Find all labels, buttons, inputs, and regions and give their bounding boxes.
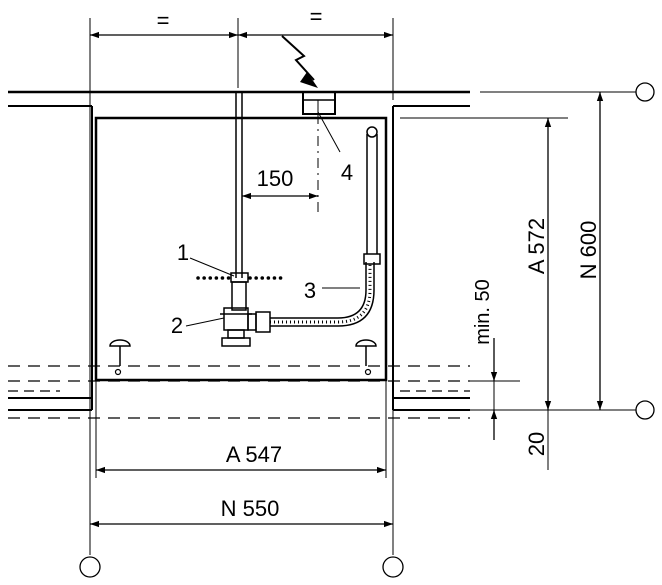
dimension-outer-width: N 550 (221, 496, 280, 521)
top-dimension (89, 18, 394, 410)
dimension-equal-right: = (310, 4, 323, 29)
shutoff-valve (220, 281, 271, 347)
reference-circle-top-right (635, 82, 655, 102)
mounting-foot-right (355, 339, 377, 376)
height-dimensions (400, 91, 636, 470)
wall-bracket (230, 272, 249, 283)
dimension-inner-height: A 572 (524, 218, 549, 274)
electrical-box (302, 91, 336, 115)
dimension-outer-height: N 600 (576, 221, 601, 280)
reference-circle-bottom-left (79, 556, 101, 578)
dimension-inner-width: A 547 (226, 442, 282, 467)
water-supply-pipe (235, 92, 243, 278)
appliance-body (94, 116, 388, 382)
countertop (8, 90, 470, 411)
reference-circle-bottom-right (382, 556, 404, 578)
dimension-offset: 150 (257, 166, 294, 191)
dimension-bottom-gap: 20 (524, 432, 549, 456)
reference-circle-bottom-right-side (635, 400, 655, 420)
flexible-hose (270, 126, 381, 327)
callout-2: 2 (171, 313, 183, 338)
electricity-bolt-icon (281, 35, 315, 81)
dimension-min-gap: min. 50 (472, 279, 494, 345)
dimension-equal-left: = (157, 8, 170, 33)
callout-leaders (185, 111, 360, 327)
mounting-foot-left (109, 339, 131, 376)
width-dimensions (89, 380, 394, 555)
callout-1: 1 (177, 240, 189, 265)
callout-3: 3 (304, 278, 316, 303)
callout-4: 4 (341, 160, 353, 185)
